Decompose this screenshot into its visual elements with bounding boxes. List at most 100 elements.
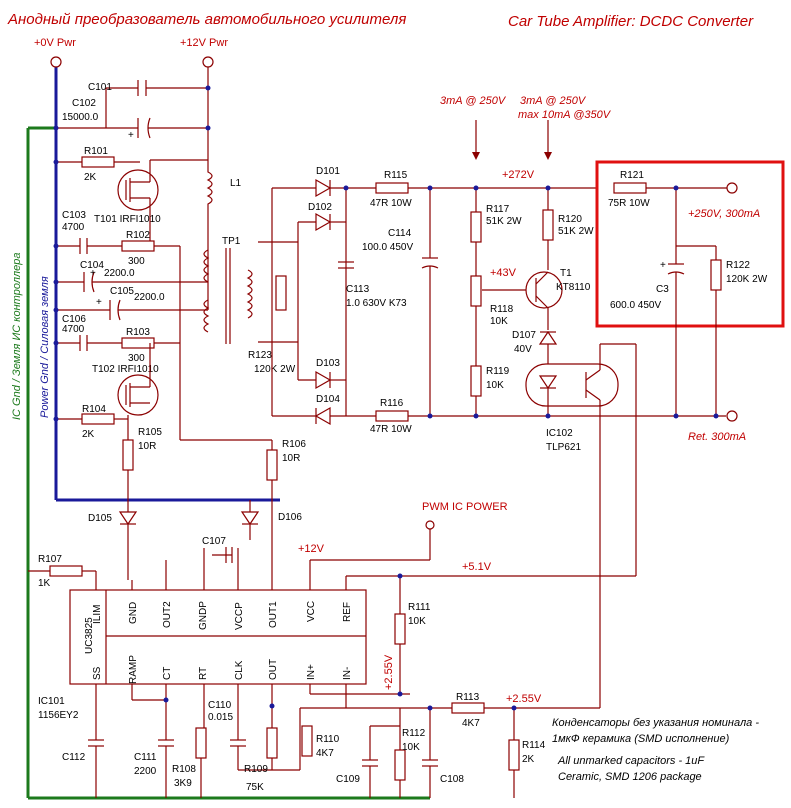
zero-pwr-label: +0V Pwr (34, 37, 76, 49)
svg-text:R113: R113 (456, 692, 480, 703)
svg-text:C105: C105 (110, 286, 134, 297)
svg-text:40V: 40V (514, 344, 532, 355)
svg-text:R104: R104 (82, 404, 106, 415)
svg-text:+: + (128, 130, 134, 141)
svg-text:IC102: IC102 (546, 428, 573, 439)
svg-text:VCCP: VCCP (234, 602, 245, 630)
svg-text:D106: D106 (278, 512, 302, 523)
svg-text:10K: 10K (402, 742, 420, 753)
svg-text:120K 2W: 120K 2W (254, 364, 296, 375)
svg-text:2200.0: 2200.0 (104, 268, 135, 279)
svg-text:IN+: IN+ (306, 664, 317, 680)
svg-text:D102: D102 (308, 202, 332, 213)
svg-text:C110: C110 (208, 700, 232, 711)
svg-text:R117: R117 (486, 204, 510, 215)
svg-text:SS: SS (92, 666, 103, 680)
r115 (375, 182, 409, 194)
svg-text:REF: REF (342, 602, 353, 622)
svg-text:C104: C104 (80, 260, 104, 271)
svg-text:300: 300 (128, 256, 145, 267)
svg-text:+272V: +272V (502, 169, 535, 181)
power-gnd-label: Power Gnd / Силовая земля (39, 276, 51, 418)
r109 (266, 727, 278, 759)
r116 (375, 410, 409, 422)
r105 (122, 439, 134, 471)
svg-text:R103: R103 (126, 327, 150, 338)
r120 (542, 209, 554, 241)
svg-text:max 10mA @350V: max 10mA @350V (518, 109, 612, 121)
t102-mosfet (117, 374, 159, 416)
r106 (266, 449, 278, 481)
c102-value: 15000.0 (62, 112, 99, 123)
title-ru: Анодный преобразователь автомобильного у… (7, 11, 406, 28)
svg-text:51K 2W: 51K 2W (558, 226, 594, 237)
svg-text:C106: C106 (62, 314, 86, 325)
svg-text:0.015: 0.015 (208, 712, 233, 723)
t101-mosfet (117, 169, 159, 211)
svg-text:R114: R114 (522, 740, 546, 751)
return-terminal (726, 410, 738, 422)
svg-text:600.0 450V: 600.0 450V (610, 300, 661, 311)
svg-text:CLK: CLK (234, 660, 245, 680)
svg-text:2200.0: 2200.0 (134, 292, 165, 303)
svg-text:2K: 2K (82, 429, 95, 440)
svg-text:R111: R111 (408, 602, 431, 613)
note-en-1: All unmarked capacitors - 1uF (557, 755, 705, 767)
output-filter-highlight (595, 160, 785, 328)
title-en: Car Tube Amplifier: DCDC Converter (508, 13, 754, 30)
r110 (301, 725, 313, 757)
svg-text:R105: R105 (138, 427, 162, 438)
svg-text:10R: 10R (138, 441, 156, 452)
ic102-optocoupler (525, 363, 619, 407)
svg-text:L1: L1 (230, 178, 242, 189)
r111 (394, 613, 406, 645)
c102-label: C102 (72, 98, 96, 109)
svg-text:3mA @ 250V: 3mA @ 250V (440, 95, 507, 107)
svg-text:R119: R119 (486, 366, 510, 377)
svg-text:D101: D101 (316, 166, 340, 177)
r107 (49, 565, 83, 577)
svg-text:3mA @ 250V: 3mA @ 250V (520, 95, 587, 107)
svg-text:51K 2W: 51K 2W (486, 216, 522, 227)
svg-text:IC101: IC101 (38, 696, 65, 707)
svg-text:KT8110: KT8110 (556, 282, 591, 293)
svg-text:R120: R120 (558, 214, 582, 225)
d106 (240, 511, 260, 526)
r103 (121, 337, 155, 349)
svg-text:C109: C109 (336, 774, 360, 785)
svg-text:T1: T1 (560, 268, 572, 279)
svg-text:10R: 10R (282, 453, 300, 464)
svg-text:GND: GND (128, 602, 139, 624)
svg-text:+250V, 300mA: +250V, 300mA (688, 208, 760, 220)
svg-text:OUT: OUT (268, 659, 279, 680)
svg-text:TLP621: TLP621 (546, 442, 581, 453)
svg-text:R108: R108 (172, 764, 196, 775)
zero-pwr-terminal (50, 56, 62, 68)
ic-name: UC3825 (84, 617, 95, 654)
svg-text:+43V: +43V (490, 267, 517, 279)
svg-text:R115: R115 (384, 170, 408, 181)
r121 (613, 182, 647, 194)
junction-dots (53, 85, 719, 711)
r102 (121, 240, 155, 252)
r113 (451, 702, 485, 714)
pwm-ic-power-terminal (425, 520, 435, 530)
svg-text:C107: C107 (202, 536, 226, 547)
ic-gnd-label: IC Gnd / Земля ИС контроллера (11, 253, 23, 420)
svg-text:OUT1: OUT1 (268, 601, 279, 628)
l1-inductor (206, 160, 213, 214)
uc3825-ic (69, 589, 367, 685)
svg-text:75K: 75K (246, 782, 264, 793)
svg-text:+2.55V: +2.55V (506, 693, 542, 705)
d103 (315, 370, 332, 390)
svg-text:+12V: +12V (298, 543, 325, 555)
svg-text:47R 10W: 47R 10W (370, 424, 412, 435)
tp1-secondary (246, 269, 253, 319)
svg-text:R112: R112 (402, 728, 426, 739)
r104 (81, 413, 115, 425)
svg-text:Ret. 300mA: Ret. 300mA (688, 431, 746, 443)
note-en-2: Ceramic, SMD 1206 package (558, 771, 702, 783)
svg-text:+5.1V: +5.1V (462, 561, 492, 573)
